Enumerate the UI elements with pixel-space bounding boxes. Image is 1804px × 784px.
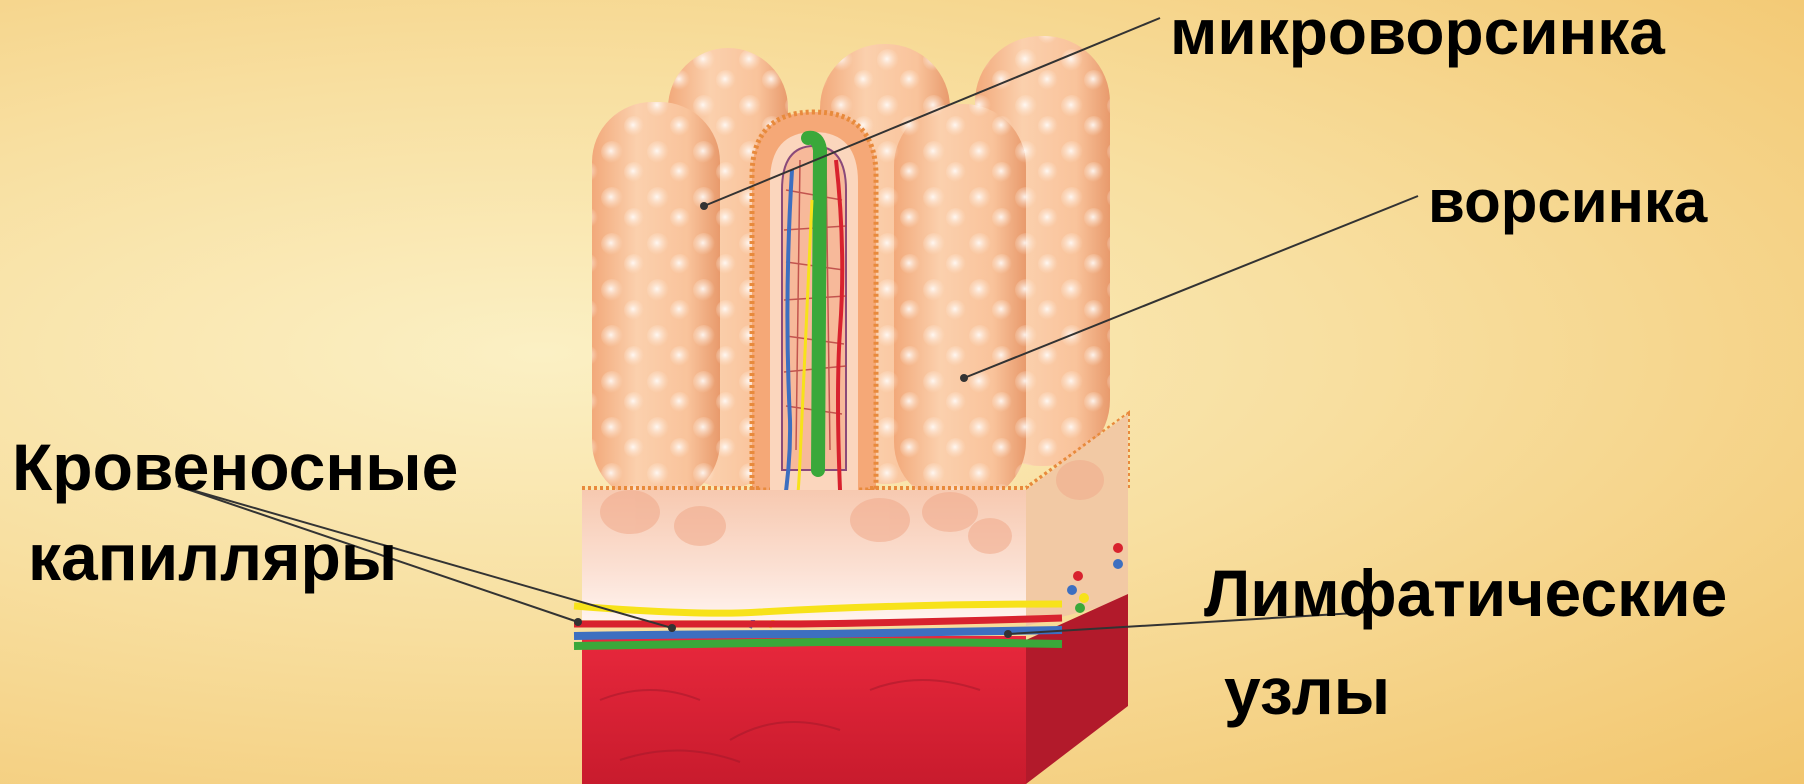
muscle-layer-side [1026, 594, 1128, 784]
label-microvillus: микроворсинка [1170, 0, 1665, 64]
muscle-layer [582, 636, 1026, 784]
label-blood-capillaries-line1: Кровеносные [12, 434, 458, 500]
villus-front-left [592, 102, 720, 502]
villus-front-right [894, 104, 1026, 504]
label-lymph-nodes-line1: Лимфатические [1204, 560, 1727, 626]
label-blood-capillaries-line2: капилляры [28, 524, 397, 590]
label-villus: ворсинка [1428, 172, 1707, 232]
vein-vessel [574, 630, 1062, 636]
label-lymph-nodes-line2: узлы [1224, 658, 1390, 724]
lymph-vessel [574, 642, 1062, 646]
